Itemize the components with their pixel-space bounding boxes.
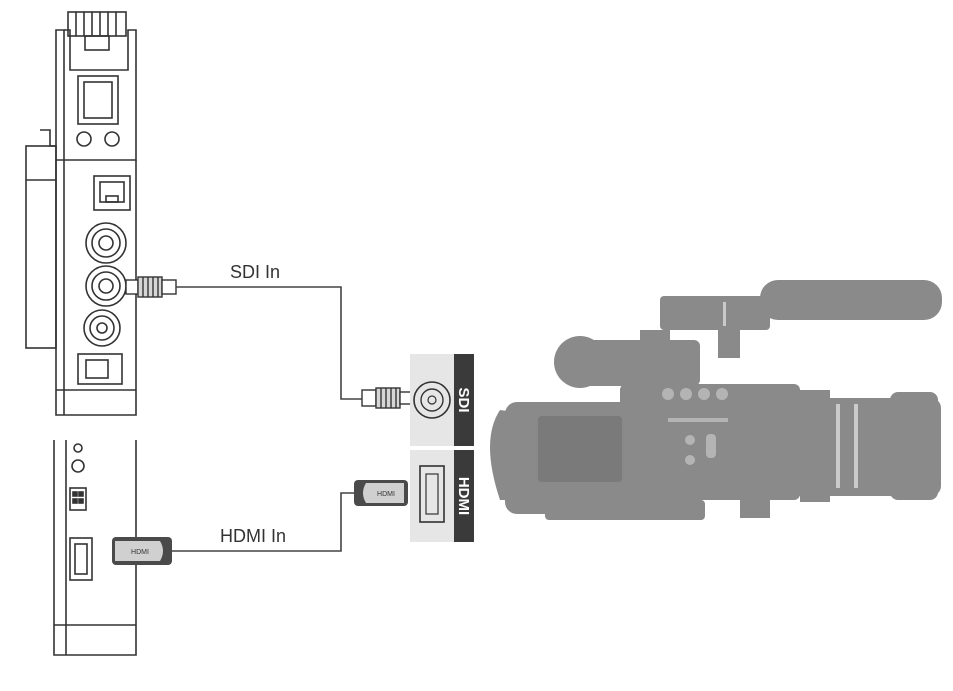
camera-port-panel: SDI HDMI <box>410 354 474 542</box>
hdmi-plug-device-label: HDMI <box>131 549 149 556</box>
bnc-connector <box>85 222 127 264</box>
hdmi-plug-camera: HDMI <box>354 480 408 506</box>
power-switch <box>77 353 123 385</box>
sdi-plug-device <box>125 276 177 298</box>
hdmi-connector <box>69 537 93 581</box>
bnc-connector <box>85 265 127 307</box>
ethernet-port <box>93 175 131 211</box>
hdmi-in-label: HDMI In <box>220 526 286 546</box>
camera-port-sdi-label: SDI <box>455 387 472 412</box>
receiver-device-bottom <box>53 440 137 656</box>
hdmi-plug-camera-label: HDMI <box>377 491 395 498</box>
hdmi-plug-device: HDMI <box>112 537 172 565</box>
camera-port-hdmi-label: HDMI <box>455 477 472 515</box>
camcorder-silhouette <box>490 280 942 520</box>
receiver-device-top <box>25 11 137 416</box>
sdi-plug-camera <box>361 387 415 409</box>
bnc-connector <box>83 309 121 347</box>
sdi-in-label: SDI In <box>230 262 280 282</box>
cables <box>172 286 362 552</box>
